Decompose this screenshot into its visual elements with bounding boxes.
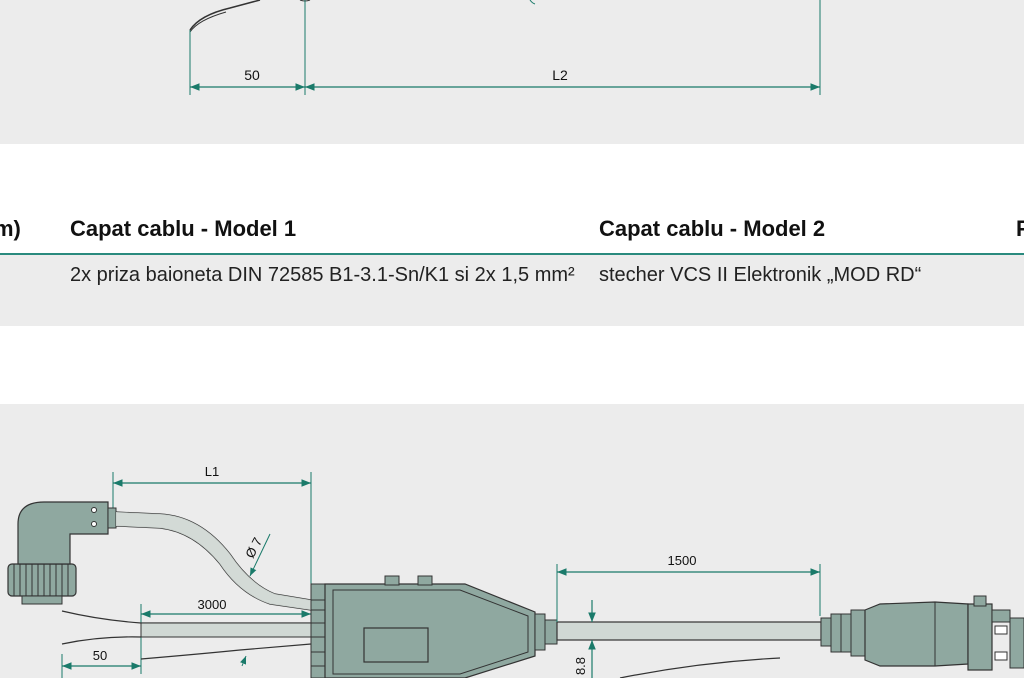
table-cell-model-1: 2x priza baioneta DIN 72585 B1-3.1-Sn/K1… xyxy=(70,264,575,286)
cable-curve-inner xyxy=(189,11,227,33)
table-header-model-2: Capat cablu - Model 2 xyxy=(599,216,826,241)
table-header-model-1: Capat cablu - Model 1 xyxy=(70,216,297,241)
dim-label-50: 50 xyxy=(244,67,260,83)
top-dimension-drawing: 50 L2 xyxy=(189,0,821,95)
dim-label-l1: L1 xyxy=(205,464,219,479)
dim-label-1500: 1500 xyxy=(668,553,697,568)
diameter-leader xyxy=(249,533,271,577)
table-row-background xyxy=(0,255,1024,326)
leader-line xyxy=(529,0,536,5)
table-header-truncated-left: m) xyxy=(0,216,21,241)
splitter-housing xyxy=(310,575,558,678)
wire-second xyxy=(140,643,312,660)
angled-bayonet-connector xyxy=(7,501,117,605)
wire-lower xyxy=(61,636,142,645)
cable-fill xyxy=(116,512,311,610)
bottom-drawing-panel: L1 Ø 7 3000 xyxy=(0,404,1024,678)
top-drawing-panel: 50 L2 xyxy=(0,0,1024,144)
wire-upper xyxy=(61,610,311,624)
output-cable-second xyxy=(619,657,781,678)
dim-label-8-8: 8.8 xyxy=(573,657,588,675)
dim-label-50: 50 xyxy=(93,648,107,663)
table-header-truncated-right: P xyxy=(1016,216,1024,241)
table-header-rule xyxy=(0,253,1024,255)
dim-label-3000: 3000 xyxy=(198,597,227,612)
table-cell-model-2: stecher VCS II Elektronik „MOD RD“ xyxy=(599,264,922,286)
bottom-dimension-drawing: L1 Ø 7 3000 xyxy=(7,464,1024,678)
vcs-plug-connector xyxy=(820,595,1024,671)
cable-curve xyxy=(189,0,261,31)
dim-label-diameter: Ø 7 xyxy=(242,535,265,561)
dim-label-l2: L2 xyxy=(552,67,568,83)
output-cable xyxy=(556,621,822,641)
leader-line xyxy=(240,655,247,667)
wire-sheath xyxy=(140,622,312,638)
